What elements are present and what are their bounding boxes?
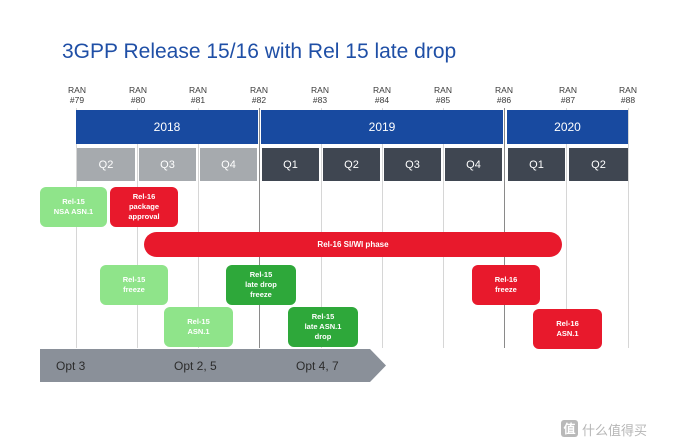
ran-meeting-83: RAN#83 — [311, 85, 329, 105]
watermark-text: 什么值得买 — [582, 423, 648, 438]
ran-meeting-79: RAN#79 — [68, 85, 86, 105]
year-bar-2019: 2019 — [261, 110, 503, 144]
milestone-rel15-asn1: Rel-15 ASN.1 — [164, 307, 233, 347]
quarter-2018-q2: Q2 — [77, 148, 135, 181]
watermark-icon: 值 — [561, 420, 578, 437]
gridline — [382, 108, 383, 348]
quarter-2018-q4: Q4 — [200, 148, 257, 181]
quarter-2019-q4: Q4 — [445, 148, 502, 181]
ran-meeting-84: RAN#84 — [373, 85, 391, 105]
gridline — [198, 108, 199, 348]
milestone-rel16-asn1: Rel-16 ASN.1 — [533, 309, 602, 349]
gridline — [566, 108, 567, 348]
milestone-rel15-freeze: Rel-15 freeze — [100, 265, 168, 305]
year-bar-2018: 2018 — [76, 110, 258, 144]
quarter-2019-q1: Q1 — [262, 148, 319, 181]
milestone-rel16-freeze: Rel-16 freeze — [472, 265, 540, 305]
gridline-year-boundary — [504, 108, 505, 348]
ran-meeting-85: RAN#85 — [434, 85, 452, 105]
gridline-year-boundary — [259, 108, 260, 348]
milestone-rel16-package-approval: Rel-16 package approval — [110, 187, 178, 227]
option-opt4-7: Opt 4, 7 — [296, 359, 339, 373]
year-bar-2020: 2020 — [507, 110, 628, 144]
ran-meeting-80: RAN#80 — [129, 85, 147, 105]
deployment-options-arrow — [40, 349, 386, 382]
ran-meeting-82: RAN#82 — [250, 85, 268, 105]
quarter-2020-q2: Q2 — [569, 148, 628, 181]
rel16-si-wi-phase-bar: Rel-16 SI/WI phase — [144, 232, 562, 257]
milestone-rel15-late-drop-freeze: Rel-15 late drop freeze — [226, 265, 296, 305]
page-title: 3GPP Release 15/16 with Rel 15 late drop — [62, 40, 457, 63]
gridline — [321, 108, 322, 348]
quarter-2018-q3: Q3 — [139, 148, 196, 181]
quarter-2019-q3: Q3 — [384, 148, 441, 181]
milestone-rel15-late-asn1-drop: Rel-15 late ASN.1 drop — [288, 307, 358, 347]
gridline — [137, 108, 138, 348]
milestone-rel15-nsa-asn1: Rel-15 NSA ASN.1 — [40, 187, 107, 227]
gridline — [628, 108, 629, 348]
quarter-2019-q2: Q2 — [323, 148, 380, 181]
ran-meeting-88: RAN#88 — [619, 85, 637, 105]
option-opt3: Opt 3 — [56, 359, 86, 373]
option-opt2-5: Opt 2, 5 — [174, 359, 217, 373]
ran-meeting-86: RAN#86 — [495, 85, 513, 105]
quarter-2020-q1: Q1 — [508, 148, 565, 181]
ran-meeting-81: RAN#81 — [189, 85, 207, 105]
gridline — [443, 108, 444, 348]
ran-meeting-87: RAN#87 — [559, 85, 577, 105]
gridline — [76, 108, 77, 348]
